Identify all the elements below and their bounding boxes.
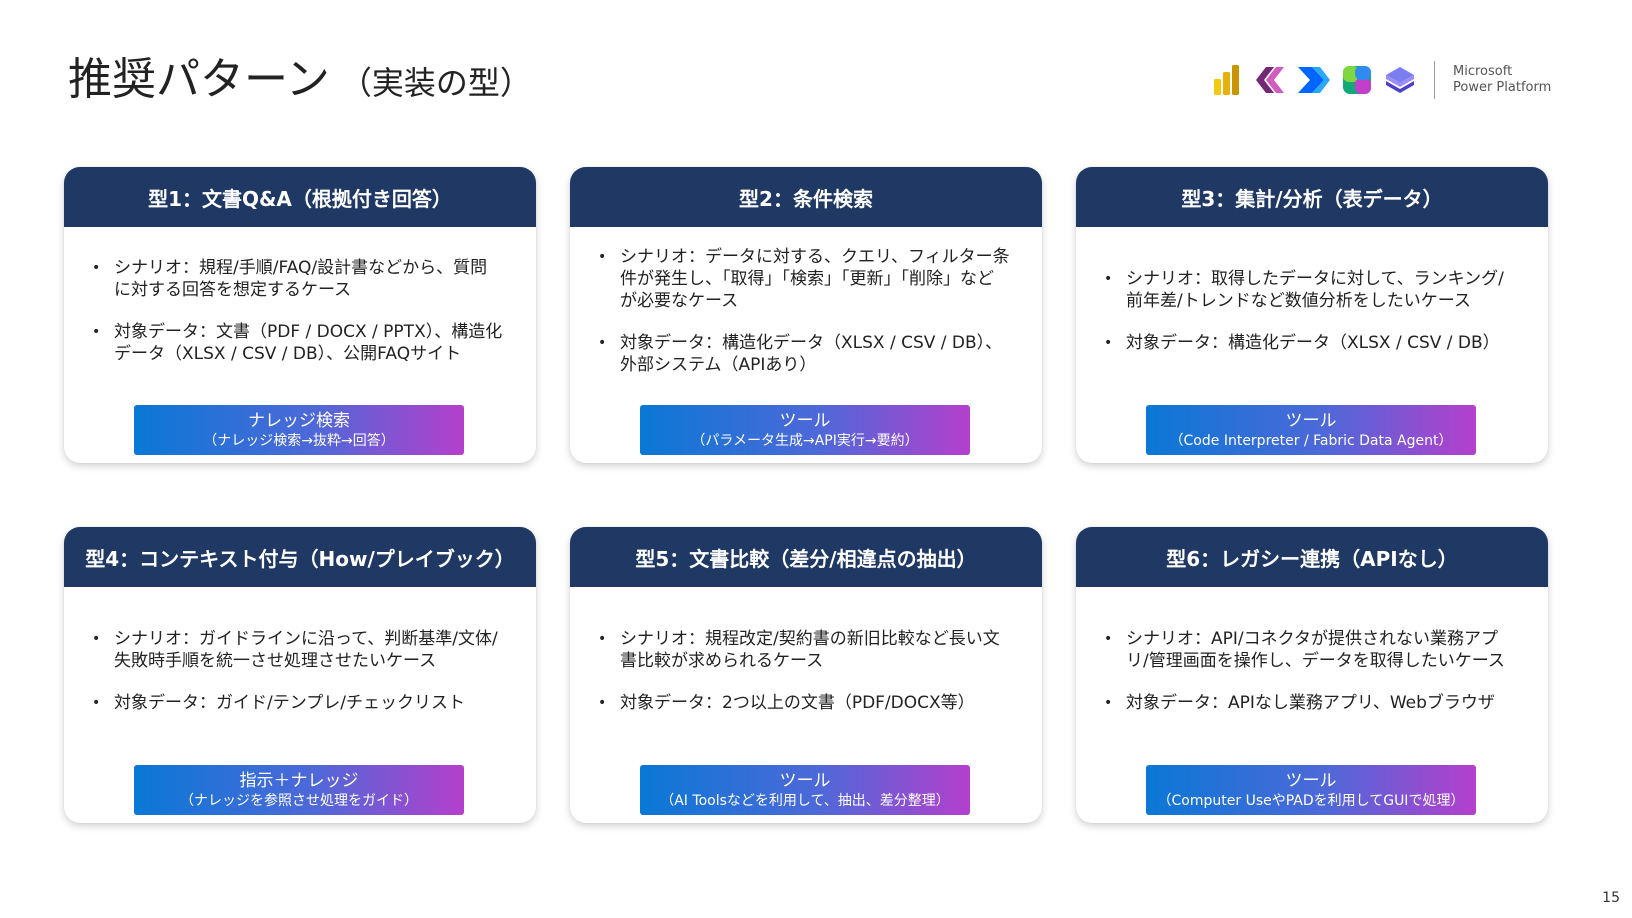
bullet-target-data: • 対象データ：文書（PDF / DOCX / PPTX）、構造化データ（XLSX…: [92, 321, 504, 365]
bullet-text: 対象データ：2つ以上の文書（PDF/DOCX等）: [620, 693, 975, 713]
bullet-dot: •: [598, 695, 607, 711]
bullet-dot: •: [92, 260, 101, 276]
bullet-text: シナリオ：データに対する、クエリ、フィルター条件が発生し、「取得」「検索」「更新…: [620, 247, 1010, 311]
bullet-dot: •: [598, 249, 607, 265]
brand-logo: Microsoft Power Platform: [1210, 58, 1551, 102]
power-pages-icon: [1343, 66, 1371, 94]
product-icons: [1210, 63, 1418, 97]
bullet-dot: •: [92, 631, 101, 647]
tag-title: ツール: [779, 410, 831, 431]
bullet-target-data: • 対象データ：ガイド/テンプレ/チェックリスト: [92, 692, 504, 714]
pattern-card-3: 型3：集計/分析（表データ） • シナリオ：取得したデータに対して、ランキング/前…: [1076, 167, 1548, 463]
copilot-studio-icon: [1386, 67, 1414, 93]
pattern-card-2: 型2：条件検索 • シナリオ：データに対する、クエリ、フィルター条件が発生し、「取…: [570, 167, 1042, 463]
brand-separator: [1434, 61, 1435, 99]
bullet-scenario: • シナリオ：ガイドラインに沿って、判断基準/文体/失敗時手順を統一させ処理させた…: [92, 628, 504, 672]
bullet-target-data: • 対象データ：2つ以上の文書（PDF/DOCX等）: [598, 692, 1010, 714]
card-body: • シナリオ：API/コネクタが提供されない業務アプリ/管理画面を操作し、データを…: [1076, 587, 1548, 755]
page-title-main: 推奨パターン: [68, 54, 330, 105]
card-header: 型5：文書比較（差分/相違点の抽出）: [570, 527, 1042, 587]
card-header: 型2：条件検索: [570, 167, 1042, 227]
bullet-text: 対象データ：文書（PDF / DOCX / PPTX）、構造化データ（XLSX …: [114, 322, 503, 364]
tag-subtitle: （ナレッジ検索→抜粋→回答）: [203, 432, 395, 449]
bullet-text: 対象データ：構造化データ（XLSX / CSV / DB）、外部システム（API…: [620, 333, 1003, 375]
tag-subtitle: （Computer UseやPADを利用してGUIで処理）: [1157, 792, 1465, 809]
bullet-text: シナリオ：API/コネクタが提供されない業務アプリ/管理画面を操作し、データを取…: [1126, 629, 1505, 671]
bullet-text: 対象データ：APIなし業務アプリ、Webブラウザ: [1126, 693, 1495, 713]
implementation-tag: 指示＋ナレッジ （ナレッジを参照させ処理をガイド）: [134, 765, 464, 815]
pattern-card-5: 型5：文書比較（差分/相違点の抽出） • シナリオ：規程改定/契約書の新旧比較など…: [570, 527, 1042, 823]
card-body: • シナリオ：取得したデータに対して、ランキング/前年差/トレンドなど数値分析をし…: [1076, 227, 1548, 395]
tag-title: 指示＋ナレッジ: [239, 770, 359, 791]
implementation-tag: ツール （Computer UseやPADを利用してGUIで処理）: [1146, 765, 1476, 815]
tag-title: ツール: [779, 770, 831, 791]
tag-title: ツール: [1285, 410, 1337, 431]
bullet-dot: •: [92, 695, 101, 711]
card-header: 型3：集計/分析（表データ）: [1076, 167, 1548, 227]
page-title: 推奨パターン（実装の型）: [68, 52, 532, 111]
pattern-card-4: 型4：コンテキスト付与（How/プレイブック） • シナリオ：ガイドラインに沿って…: [64, 527, 536, 823]
bullet-text: シナリオ：ガイドラインに沿って、判断基準/文体/失敗時手順を統一させ処理させたい…: [114, 629, 498, 671]
bullet-dot: •: [1104, 695, 1113, 711]
card-body: • シナリオ：規程改定/契約書の新旧比較など長い文書比較が求められるケース • 対象…: [570, 587, 1042, 755]
bullet-dot: •: [1104, 335, 1113, 351]
bullet-scenario: • シナリオ：API/コネクタが提供されない業務アプリ/管理画面を操作し、データを…: [1104, 628, 1516, 672]
bullet-scenario: • シナリオ：規程/手順/FAQ/設計書などから、質問に対する回答を想定するケース: [92, 257, 504, 301]
bullet-dot: •: [1104, 631, 1113, 647]
page-title-sub: （実装の型）: [339, 64, 532, 102]
card-body: • シナリオ：ガイドラインに沿って、判断基準/文体/失敗時手順を統一させ処理させた…: [64, 587, 536, 755]
bullet-text: シナリオ：規程/手順/FAQ/設計書などから、質問に対する回答を想定するケース: [114, 258, 488, 300]
bullet-dot: •: [92, 324, 101, 340]
implementation-tag: ツール （Code Interpreter / Fabric Data Agen…: [1146, 405, 1476, 455]
bullet-text: シナリオ：規程改定/契約書の新旧比較など長い文書比較が求められるケース: [620, 629, 1000, 671]
implementation-tag: ツール （パラメータ生成→API実行→要約）: [640, 405, 970, 455]
tag-subtitle: （ナレッジを参照させ処理をガイド）: [180, 792, 418, 809]
bullet-text: 対象データ：構造化データ（XLSX / CSV / DB）: [1126, 333, 1500, 353]
implementation-tag: ナレッジ検索 （ナレッジ検索→抜粋→回答）: [134, 405, 464, 455]
bullet-dot: •: [598, 335, 607, 351]
card-body: • シナリオ：規程/手順/FAQ/設計書などから、質問に対する回答を想定するケース…: [64, 227, 536, 395]
bullet-scenario: • シナリオ：取得したデータに対して、ランキング/前年差/トレンドなど数値分析をし…: [1104, 268, 1516, 312]
bullet-scenario: • シナリオ：データに対する、クエリ、フィルター条件が発生し、「取得」「検索」「更…: [598, 246, 1010, 312]
card-header: 型1：文書Q&A（根拠付き回答）: [64, 167, 536, 227]
card-header: 型4：コンテキスト付与（How/プレイブック）: [64, 527, 536, 587]
bullet-text: 対象データ：ガイド/テンプレ/チェックリスト: [114, 693, 465, 713]
brand-line-2: Power Platform: [1453, 80, 1552, 95]
page-number: 15: [1602, 890, 1620, 906]
bullet-dot: •: [1104, 271, 1113, 287]
pattern-card-1: 型1：文書Q&A（根拠付き回答） • シナリオ：規程/手順/FAQ/設計書などから…: [64, 167, 536, 463]
power-apps-icon: [1256, 67, 1284, 93]
tag-title: ナレッジ検索: [248, 410, 350, 431]
pattern-card-6: 型6：レガシー連携（APIなし） • シナリオ：API/コネクタが提供されない業務…: [1076, 527, 1548, 823]
brand-line-1: Microsoft: [1453, 64, 1513, 79]
tag-subtitle: （AI Toolsなどを利用して、抽出、差分整理）: [660, 792, 950, 809]
power-bi-icon: [1214, 65, 1239, 95]
tag-subtitle: （Code Interpreter / Fabric Data Agent）: [1169, 432, 1453, 449]
brand-text: Microsoft Power Platform: [1453, 64, 1551, 96]
bullet-target-data: • 対象データ：構造化データ（XLSX / CSV / DB）: [1104, 332, 1516, 354]
implementation-tag: ツール （AI Toolsなどを利用して、抽出、差分整理）: [640, 765, 970, 815]
bullet-target-data: • 対象データ：構造化データ（XLSX / CSV / DB）、外部システム（AP…: [598, 332, 1010, 376]
power-automate-icon: [1298, 67, 1330, 93]
tag-subtitle: （パラメータ生成→API実行→要約）: [691, 432, 919, 449]
bullet-target-data: • 対象データ：APIなし業務アプリ、Webブラウザ: [1104, 692, 1516, 714]
bullet-text: シナリオ：取得したデータに対して、ランキング/前年差/トレンドなど数値分析をした…: [1126, 269, 1504, 311]
bullet-scenario: • シナリオ：規程改定/契約書の新旧比較など長い文書比較が求められるケース: [598, 628, 1010, 672]
bullet-dot: •: [598, 631, 607, 647]
card-body: • シナリオ：データに対する、クエリ、フィルター条件が発生し、「取得」「検索」「更…: [570, 227, 1042, 395]
card-header: 型6：レガシー連携（APIなし）: [1076, 527, 1548, 587]
tag-title: ツール: [1285, 770, 1337, 791]
